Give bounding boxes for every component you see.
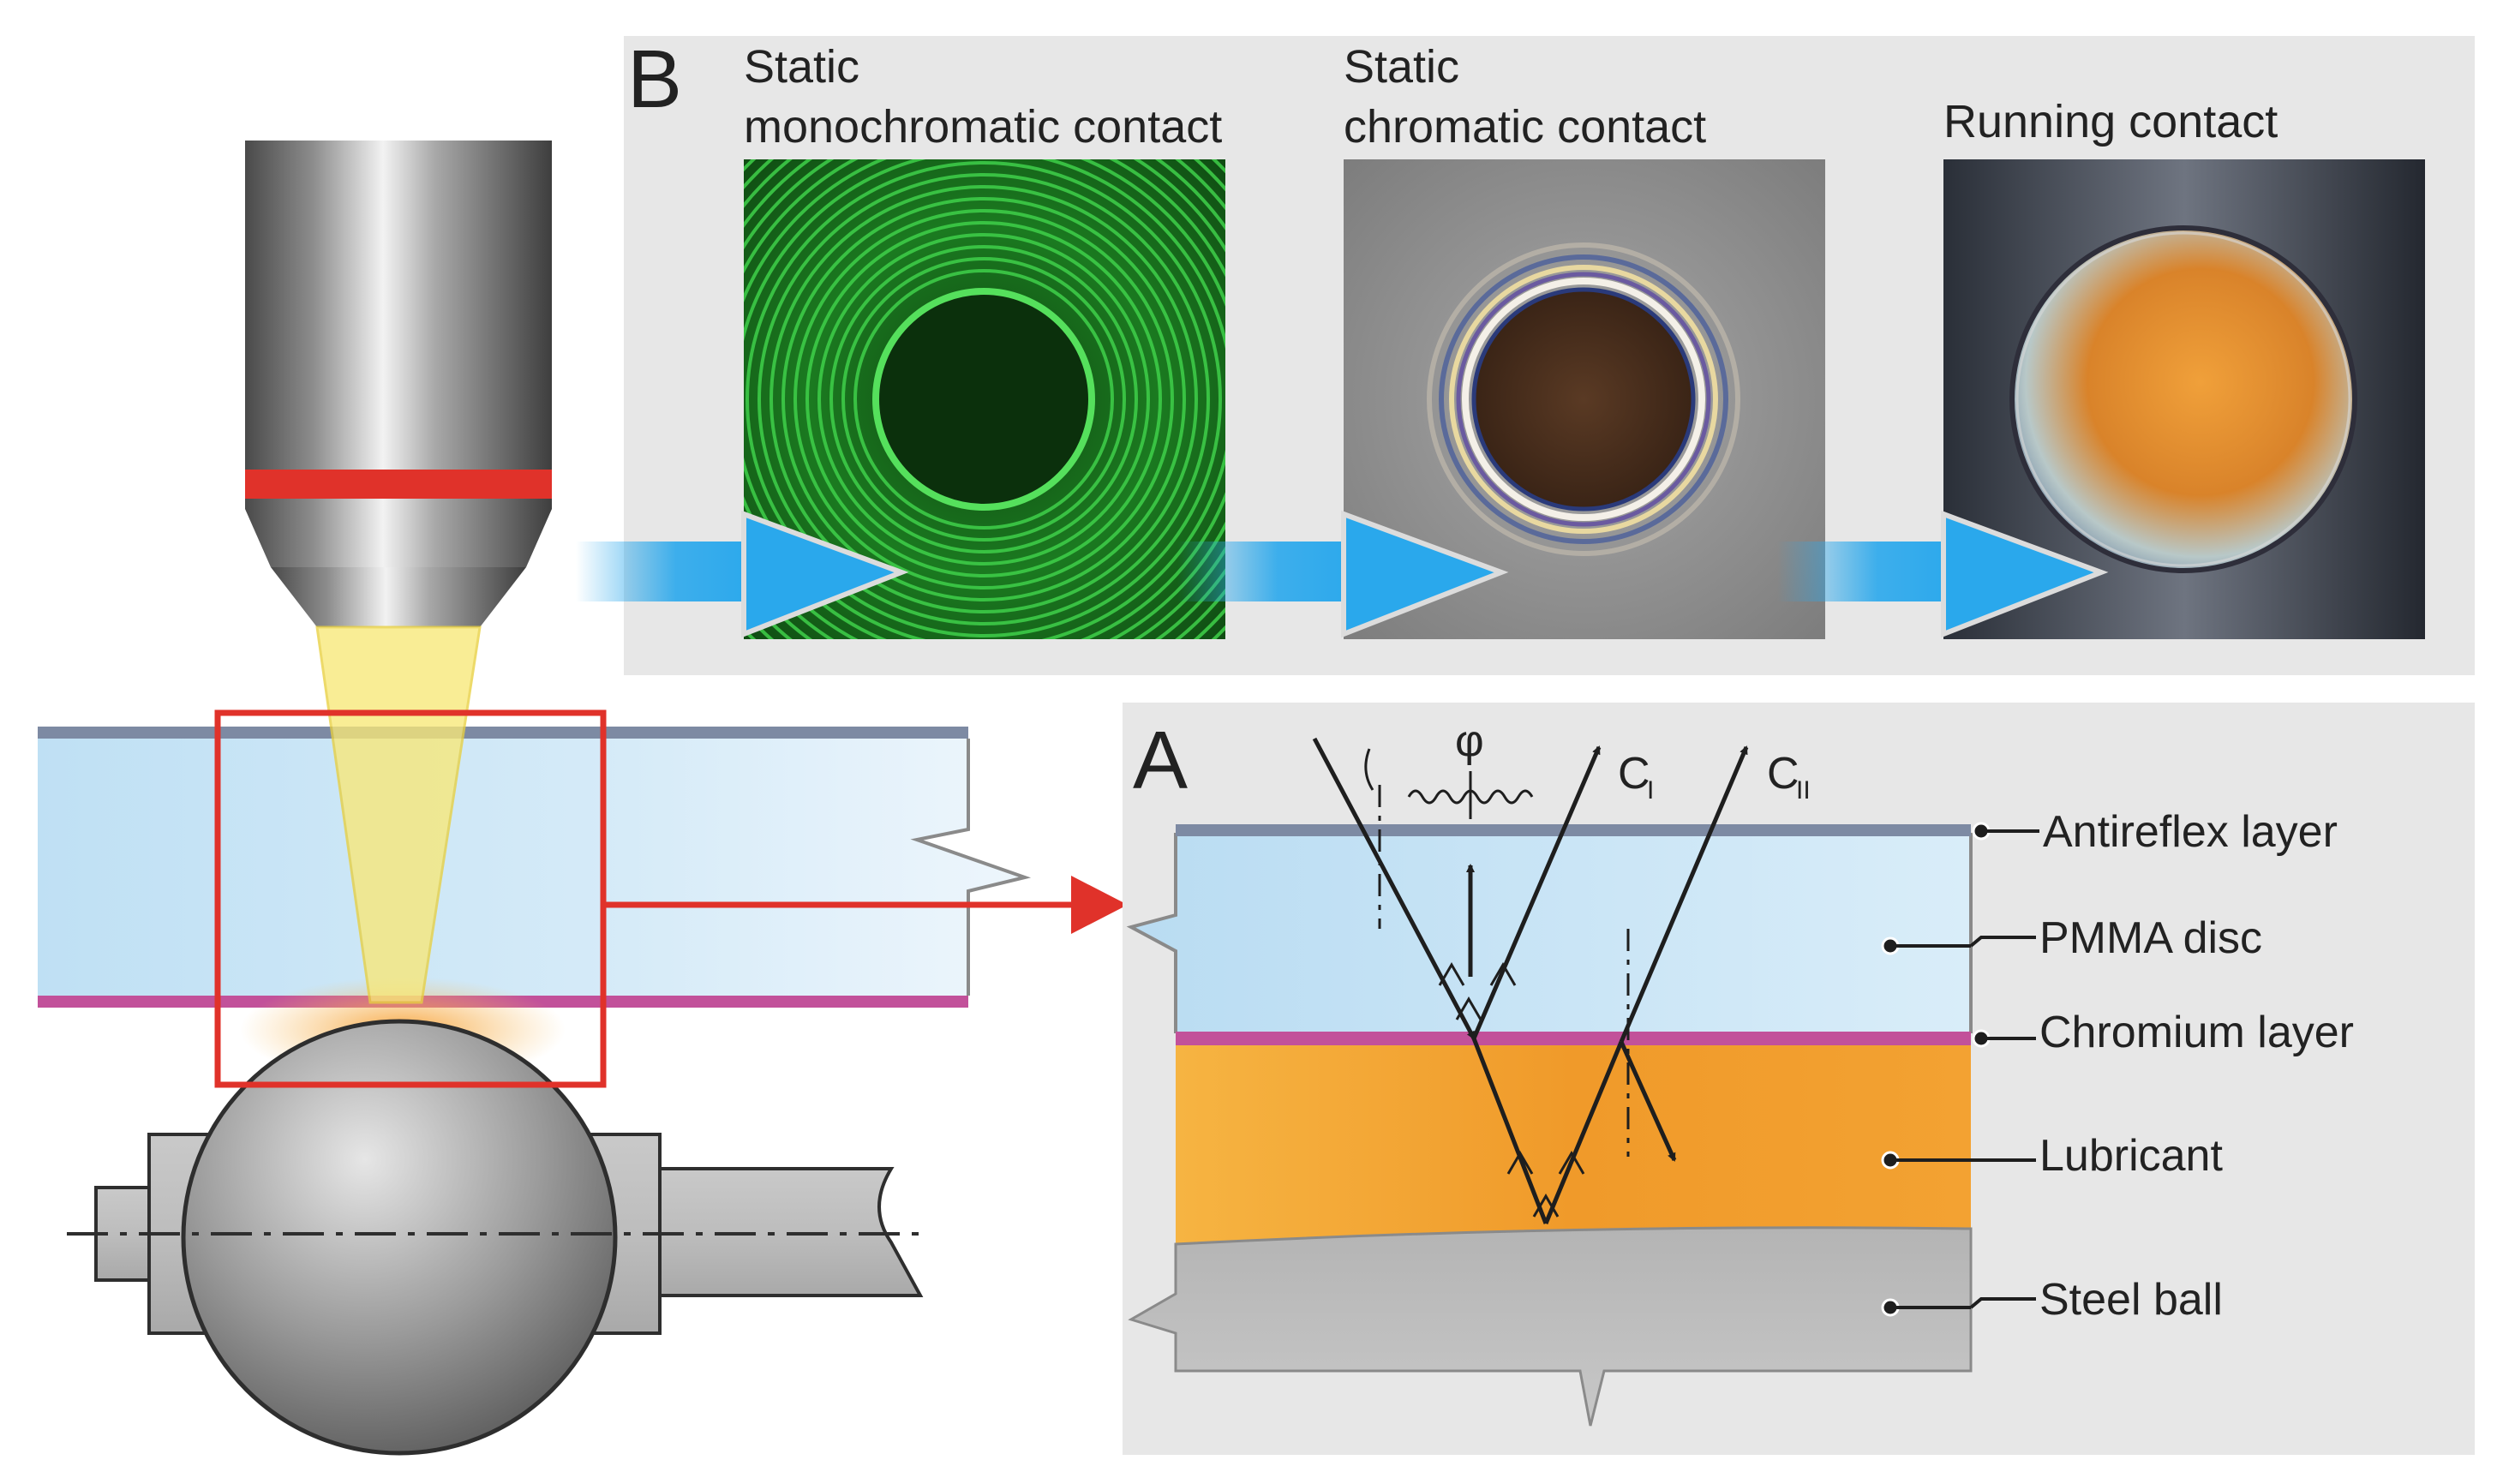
lubricant-section <box>1176 1045 1971 1244</box>
image-1-title-line2: monochromatic contact <box>744 101 1222 153</box>
interference-fringe <box>805 221 1162 577</box>
layer-labels: Antireflex layer PMMA disc Chromium laye… <box>1881 807 2354 1325</box>
interference-fringe <box>817 233 1150 565</box>
chromatic-contact-image: Static chromatic contact <box>1344 41 1825 639</box>
interference-fringe <box>781 197 1186 601</box>
optical-rays <box>1312 737 1749 1224</box>
panel-b: B Static monochromatic contact Static ch… <box>576 33 2475 675</box>
antireflex-layer-section <box>1176 824 1971 836</box>
test-rig-setup <box>38 141 1128 1456</box>
steel-ball-section <box>1128 1226 1973 1427</box>
mono-contact-zone <box>872 288 1095 511</box>
interference-fringe <box>746 161 1222 637</box>
flow-arrow-3 <box>1777 510 2109 638</box>
flow-arrow-2 <box>1177 510 1509 638</box>
pmma-disc-label: PMMA disc <box>2039 913 2262 963</box>
leader-chromium: Chromium layer <box>1972 1008 2354 1057</box>
c1-subscript: I <box>1647 776 1654 805</box>
interference-fringe <box>769 185 1198 613</box>
light-cone <box>315 625 482 1004</box>
leader-pmma: PMMA disc <box>1881 913 2262 963</box>
interference-fringe <box>829 245 1138 554</box>
c1-label: C <box>1618 749 1650 799</box>
zoom-frame <box>214 709 607 1088</box>
interference-fringe <box>853 269 1114 530</box>
panel-a: A φ C I C II <box>1123 703 2475 1455</box>
image-2-title-line1: Static <box>1344 41 1459 93</box>
interference-fringe <box>757 173 1210 625</box>
image-1-title-line1: Static <box>744 41 859 93</box>
antireflex-layer-label: Antireflex layer <box>2043 807 2338 857</box>
running-contact-zone <box>2009 225 2357 573</box>
interference-fringe <box>841 257 1126 542</box>
panel-a-letter: A <box>1133 715 1188 806</box>
leader-steel-ball: Steel ball <box>1881 1275 2223 1325</box>
leader-antireflex: Antireflex layer <box>1972 807 2338 857</box>
leader-lubricant: Lubricant <box>1881 1131 2223 1181</box>
chromatic-contact-zone <box>1471 287 1696 512</box>
flow-arrow-1 <box>576 510 909 638</box>
zoom-arrow-head <box>1071 876 1128 934</box>
phi-symbol: φ <box>1455 716 1484 766</box>
interference-fringe <box>793 209 1174 589</box>
c2-subscript: II <box>1796 776 1811 805</box>
steel-ball-left <box>181 1019 618 1456</box>
image-2-title-line2: chromatic contact <box>1344 101 1706 153</box>
chromium-layer-label: Chromium layer <box>2039 1008 2354 1057</box>
lubricant-label: Lubricant <box>2039 1131 2223 1181</box>
running-contact-image: Running contact <box>1943 96 2425 639</box>
pmma-disc-section <box>1131 833 1971 1033</box>
c2-label: C <box>1767 749 1799 799</box>
microscope-objective <box>245 141 552 627</box>
steel-ball-label: Steel ball <box>2039 1275 2223 1325</box>
pmma-disc-left <box>38 727 1032 1008</box>
image-3-title: Running contact <box>1943 96 2278 147</box>
panel-b-letter: B <box>627 33 682 125</box>
chromium-layer-section <box>1176 1032 1971 1045</box>
